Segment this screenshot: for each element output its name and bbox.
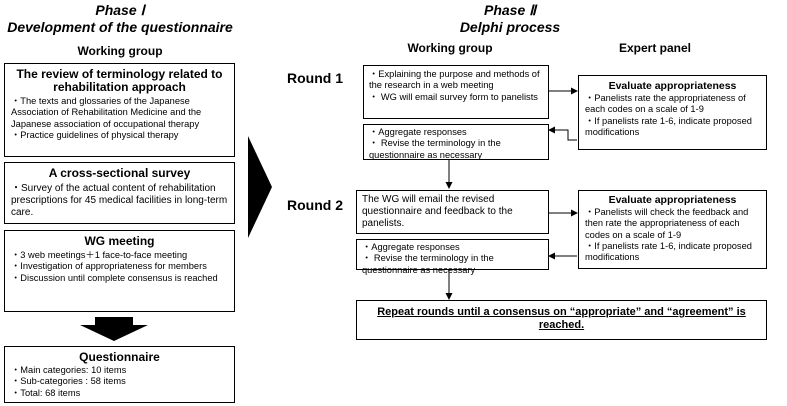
r1-expert-box: Evaluate appropriateness ・Panelists rate… [578, 75, 767, 150]
meeting-title: WG meeting [84, 234, 155, 248]
phase1-group-label: Working group [77, 44, 163, 58]
review-box: The review of terminology related to reh… [4, 63, 235, 157]
phase1-title: Phase Ⅰ Development of the questionnaire [0, 2, 240, 36]
r2-expert-item: ・Panelists will check the feedback and t… [585, 207, 749, 240]
questionnaire-title: Questionnaire [79, 350, 160, 364]
meeting-item: ・Discussion until complete consensus is … [11, 272, 218, 283]
questionnaire-item: ・Main categories: 10 items [11, 365, 127, 375]
r2-expert-item: ・If panelists rate 1-6, indicate propose… [585, 240, 752, 263]
survey-item: ・Survey of the actual content of rehabil… [11, 183, 228, 218]
r1-wg-item: ・ WG will email survey form to panelists [369, 91, 538, 102]
review-title: The review of terminology related to reh… [16, 67, 223, 94]
meeting-box: WG meeting ・3 web meetings＋1 face-to-fac… [4, 230, 235, 312]
phase2-title-line2: Delphi process [459, 19, 561, 35]
r2-aggregate-item: ・ Revise the terminology in the question… [362, 253, 494, 275]
questionnaire-item: ・Total: 68 items [11, 387, 81, 398]
questionnaire-box: Questionnaire ・Main categories: 10 items… [4, 346, 235, 403]
r1-expert-title: Evaluate appropriateness [608, 80, 737, 92]
phase1-title-line2: Development of the questionnaire [7, 19, 233, 35]
r2-expert-title: Evaluate appropriateness [608, 194, 737, 206]
r1-wg-item: ・Explaining the purpose and methods of t… [369, 69, 540, 91]
phase-transition-arrow [248, 136, 272, 238]
review-item: ・Practice guidelines of physical therapy [11, 129, 179, 140]
r2-wg-box: The WG will email the revised questionna… [356, 190, 549, 234]
round1-label: Round 1 [287, 70, 343, 86]
final-box: Repeat rounds until a consensus on “appr… [356, 300, 767, 340]
r1-expert-item: ・Panelists rate the appropriateness of e… [585, 93, 746, 115]
r2-wg-text: The WG will email the revised questionna… [362, 194, 513, 229]
wg-column-label: Working group [407, 41, 493, 55]
round2-label: Round 2 [287, 197, 343, 213]
survey-title: A cross-sectional survey [48, 166, 191, 180]
r2-expert-box: Evaluate appropriateness ・Panelists will… [578, 190, 767, 269]
phase1-title-line1: Phase Ⅰ [95, 2, 145, 18]
review-item: ・The texts and glossaries of the Japanes… [11, 96, 202, 129]
meeting-item: ・Investigation of appropriateness for me… [11, 261, 207, 272]
questionnaire-item: ・Sub-categories : 58 items [11, 376, 126, 387]
r1-aggregate-item: ・Aggregate responses [369, 127, 467, 137]
survey-box: A cross-sectional survey ・Survey of the … [4, 162, 235, 224]
expert-column-label: Expert panel [618, 41, 692, 55]
down-block-arrow [80, 317, 148, 341]
phase2-title-line1: Phase Ⅱ [483, 2, 537, 18]
phase2-title: Phase Ⅱ Delphi process [360, 2, 660, 36]
r2-aggregate-box: ・Aggregate responses ・ Revise the termin… [356, 239, 549, 275]
r1-aggregate-item: ・ Revise the terminology in the question… [369, 138, 501, 160]
final-text: Repeat rounds until a consensus on “appr… [377, 306, 746, 331]
r2-aggregate-item: ・Aggregate responses [362, 242, 460, 252]
r1-expert-item: ・If panelists rate 1-6, indicate propose… [585, 115, 752, 137]
r1-aggregate-box: ・Aggregate responses ・ Revise the termin… [363, 124, 549, 160]
r1-back-arrow [548, 126, 577, 141]
r1-wg-box: ・Explaining the purpose and methods of t… [363, 65, 549, 119]
meeting-item: ・3 web meetings＋1 face-to-face meeting [11, 250, 188, 260]
